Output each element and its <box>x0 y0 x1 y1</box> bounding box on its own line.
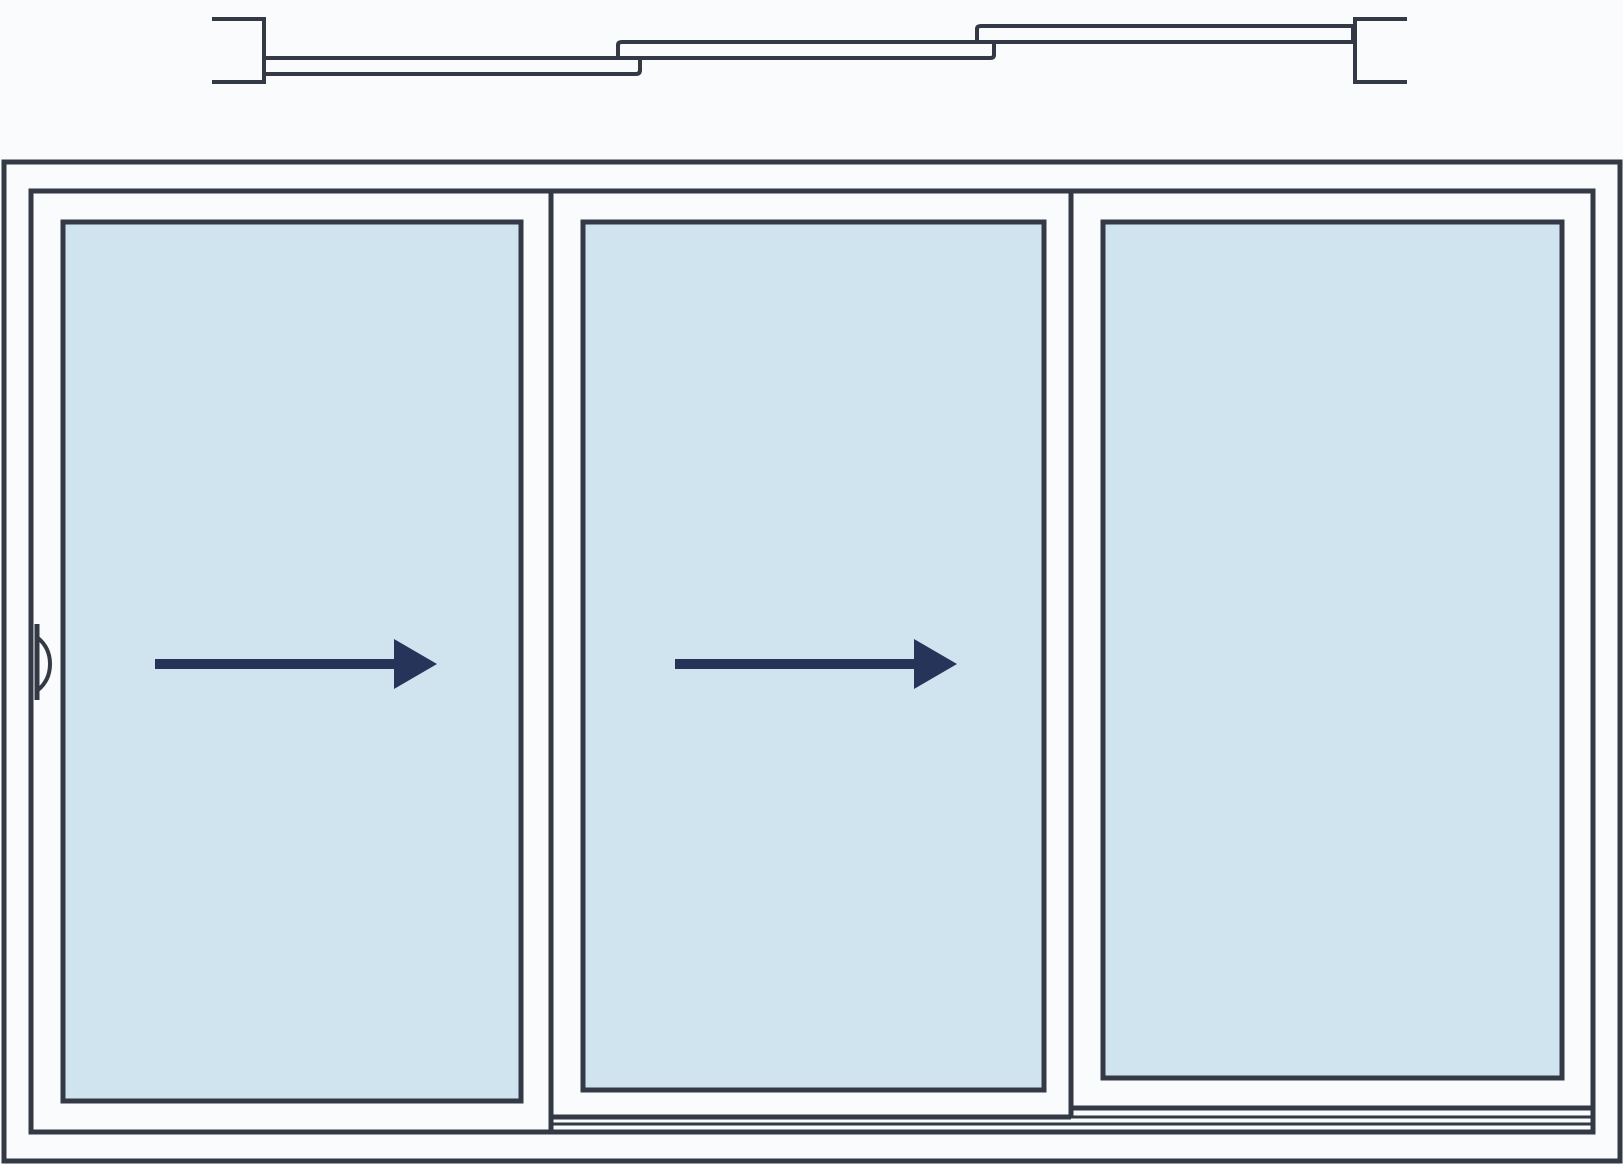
arrow-right-icon <box>155 639 437 689</box>
plan-left-jamb <box>212 17 266 84</box>
handle-icon <box>34 624 53 700</box>
glass-pane-right <box>1100 219 1565 1081</box>
arrow-right-icon <box>675 639 957 689</box>
track-rails <box>551 1105 1593 1126</box>
plan-right-jamb <box>1353 17 1407 84</box>
plan-sash-left <box>266 56 642 76</box>
glass-pane-middle <box>580 219 1047 1093</box>
plan-sash-middle <box>616 40 996 60</box>
plan-view <box>212 17 1407 84</box>
plan-sash-right <box>975 24 1355 44</box>
